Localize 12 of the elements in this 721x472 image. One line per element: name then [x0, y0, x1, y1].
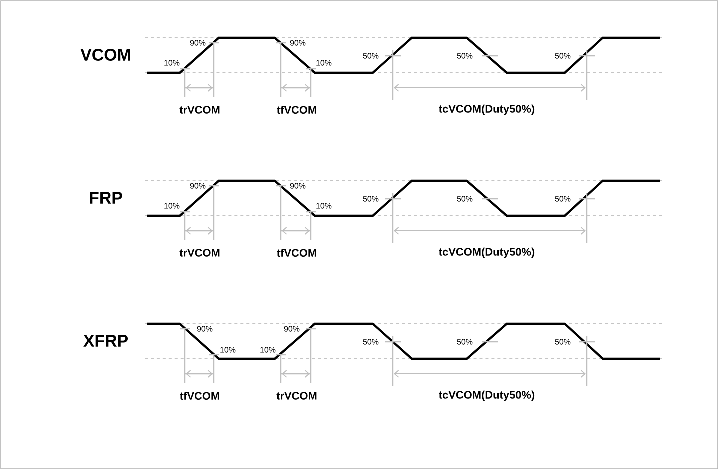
timing-label: trVCOM [180, 249, 220, 257]
timing-label: tcVCOM(Duty50%) [439, 248, 535, 258]
signal-name: FRP [90, 192, 122, 204]
signal-name: VCOM [80, 49, 130, 61]
timing-label: tcVCOM(Duty50%) [439, 390, 535, 402]
timing-label: tfVCOM [277, 106, 316, 114]
timing-label: trVCOM [180, 106, 220, 114]
signal-name: XFRP [84, 335, 128, 347]
timing-label: tcVCOM(Duty50%) [439, 104, 535, 116]
timing-label: tfVCOM [180, 392, 220, 400]
timing-label: tfVCOM [277, 248, 316, 258]
timing-label: trVCOM [276, 392, 317, 400]
